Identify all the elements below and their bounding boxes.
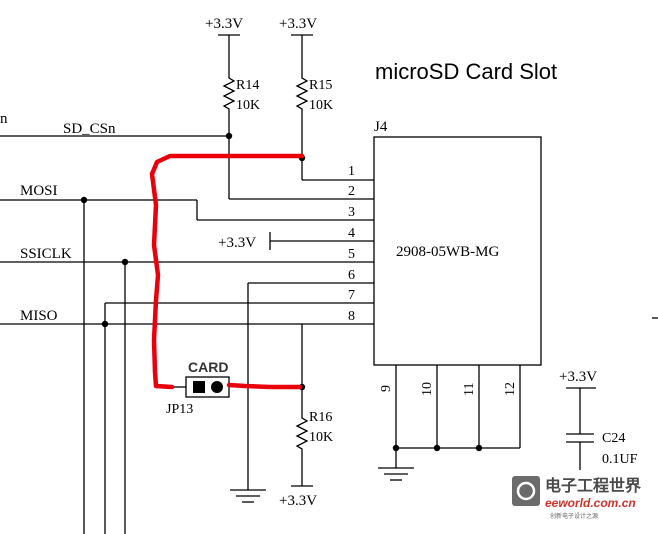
- jumper-jp13: CARD JP13: [166, 359, 230, 417]
- resistor-r15: R15 10K: [295, 72, 333, 115]
- net-ssiclk: SSICLK: [0, 246, 374, 534]
- net-label-edge: n: [0, 111, 8, 127]
- jumper-ref: JP13: [166, 402, 193, 417]
- pin-number: 8: [348, 309, 355, 324]
- pin-number: 3: [348, 205, 355, 220]
- net-label: SD_CSn: [63, 121, 116, 137]
- pin-number: 5: [348, 247, 355, 262]
- r15-ref: R15: [309, 78, 332, 93]
- power-label: +3.3V: [279, 493, 317, 509]
- r16-ref: R16: [309, 410, 332, 425]
- power-label: +3.3V: [559, 369, 597, 385]
- pin-number: 4: [348, 226, 355, 241]
- power-label: +3.3V: [279, 16, 317, 32]
- j4-part: 2908-05WB-MG: [396, 244, 499, 260]
- highlight-trace: [149, 153, 305, 390]
- jumper-label: CARD: [188, 359, 228, 375]
- power-label: +3.3V: [205, 16, 243, 32]
- power-3v3-r15: +3.3V: [279, 16, 317, 72]
- power-label: +3.3V: [218, 235, 256, 251]
- r14-ref: R14: [236, 78, 259, 93]
- net-sd-csn: SD_CSn: [0, 115, 374, 200]
- watermark-logo-icon: [512, 476, 540, 506]
- resistor-r14: R14 10K: [222, 72, 260, 115]
- net-label: MOSI: [20, 183, 58, 199]
- watermark: 电子工程世界 eeworld.com.cn 创新电子设计之源: [512, 476, 641, 520]
- net-miso: MISO: [0, 308, 374, 328]
- r14-value: 10K: [236, 98, 260, 113]
- resistor-r16: R16 10K +3.3V: [279, 410, 333, 509]
- connector-j4: J4 2908-05WB-MG 1 2 3 4 5 6 7 8 9 10 11 …: [348, 119, 542, 481]
- net-label: SSICLK: [20, 246, 72, 262]
- net-mosi: MOSI: [0, 183, 374, 534]
- highlight-trace-right: [226, 382, 303, 390]
- pin-number: 12: [503, 382, 518, 396]
- power-3v3-r14: +3.3V: [205, 16, 243, 72]
- r16-value: 10K: [309, 430, 333, 445]
- net-r15-pin1: [298, 115, 374, 181]
- schematic-title: microSD Card Slot: [375, 59, 557, 84]
- net-pin8-r16: [298, 324, 306, 412]
- net-pin7: [104, 302, 374, 534]
- pin-number: 7: [348, 288, 355, 303]
- j4-ref: J4: [374, 119, 388, 135]
- c24-ref: C24: [602, 431, 625, 446]
- capacitor-c24: +3.3V C24 0.1UF: [559, 369, 638, 470]
- c24-value: 0.1UF: [602, 452, 638, 467]
- pin-number: 11: [462, 383, 477, 396]
- net-label: MISO: [20, 308, 58, 324]
- pin-number: 9: [379, 385, 394, 392]
- pin-number: 10: [420, 382, 435, 396]
- net-pin4-power: +3.3V: [218, 232, 374, 251]
- watermark-tag: 创新电子设计之源: [550, 512, 598, 520]
- pin-number: 6: [348, 268, 355, 283]
- pin-number: 2: [348, 184, 355, 199]
- watermark-name: 电子工程世界: [545, 476, 641, 495]
- watermark-site: eeworld.com.cn: [545, 496, 636, 510]
- pin-number: 1: [348, 164, 355, 179]
- r15-value: 10K: [309, 98, 333, 113]
